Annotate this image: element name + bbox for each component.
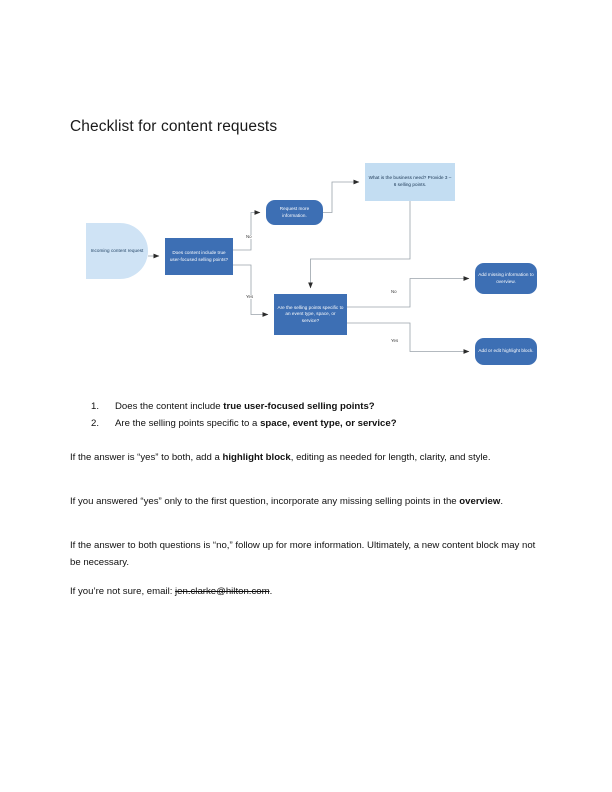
paragraph-text: . [500,496,504,507]
flow-edge-label-no-two: No [390,289,398,295]
paragraph-emphasis: overview [459,496,501,507]
flow-edge-label-yes-one: Yes [245,294,255,300]
paragraph-emphasis: highlight block [222,452,291,463]
paragraph-text: , editing as needed for length, clarity,… [290,452,491,463]
paragraph-text: If the answer is “yes” to both, add a [70,452,223,463]
flowchart-connectors [148,179,470,354]
flow-node-add-missing-information: Add missing information to overview. [475,263,537,294]
list-item: 1. Does the content include true user-foc… [70,398,540,415]
paragraph-text: If you’re not sure, email: [70,586,176,597]
paragraph-no-to-both: If the answer to both questions is “no,”… [70,540,536,568]
paragraph-yes-to-first: If you answered “yes” only to the first … [70,493,537,510]
list-item-text: Are the selling points specific to a [115,418,261,429]
flow-node-question-one: Does content include true user-focused s… [165,238,233,275]
list-item-number: 2. [91,418,100,429]
flow-edge-label-no-one: No [245,234,253,240]
flow-node-request-more-information: Request more information. [266,200,323,225]
checklist-list: 1. Does the content include true user-foc… [70,398,540,432]
flow-edge-label-yes-two: Yes [390,338,400,344]
flow-node-add-or-edit-highlight-block: Add or edit highlight block. [475,338,537,365]
list-item: 2. Are the selling points specific to a s… [70,415,540,432]
contact-email[interactable]: jen.clarke@hilton.com [175,586,270,597]
list-item-text: Does the content include [115,401,224,412]
paragraph-contact: If you’re not sure, email: jen.clarke@hi… [70,583,537,600]
paragraph-yes-to-both: If the answer is “yes” to both, add a hi… [70,449,537,466]
list-item-number: 1. [91,401,100,412]
flow-node-question-two: Are the selling points specific to an ev… [274,294,347,335]
page-title: Checklist for content requests [70,118,278,135]
paragraph-text: If you answered “yes” only to the first … [70,496,460,507]
flow-node-business-need: What is the business need? Provide 3 – 6… [365,163,455,201]
flowchart-diagram: Incoming content request Does content in… [70,155,550,380]
flow-node-incoming-request: Incoming content request [86,223,148,279]
list-item-emphasis: true user-focused selling points? [223,401,375,412]
list-item-emphasis: space, event type, or service? [260,418,397,429]
paragraph-text: . [269,586,273,597]
